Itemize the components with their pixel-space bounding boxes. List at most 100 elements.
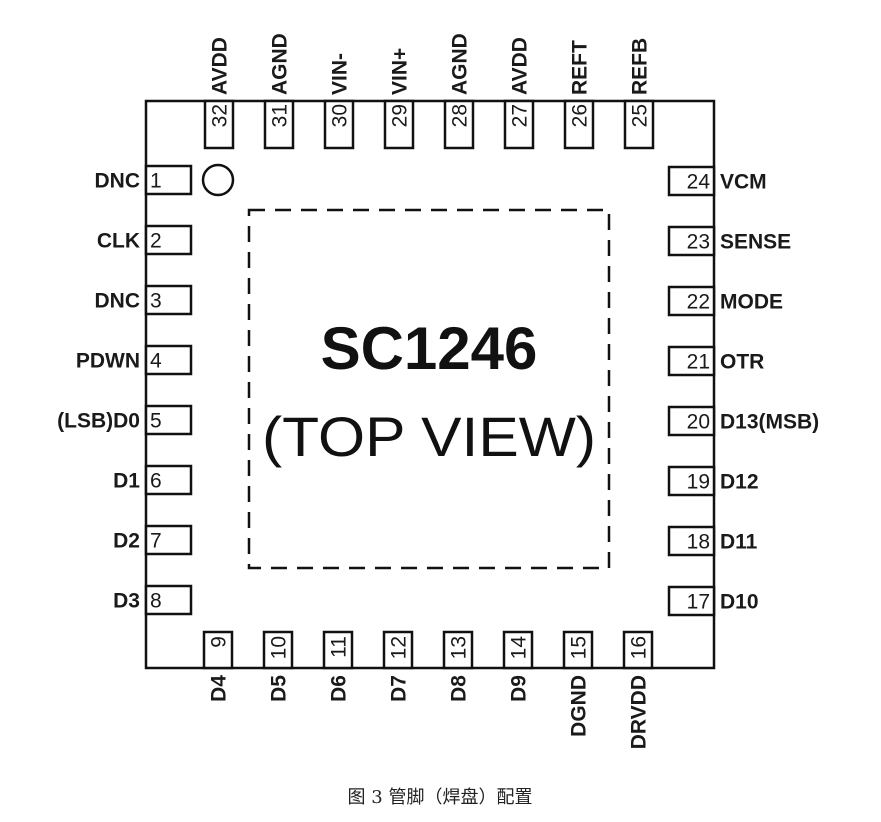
pin-pad-7 <box>144 524 193 556</box>
pin-number-28: 28 <box>449 104 472 127</box>
pin-label-6: D1 <box>113 470 140 493</box>
pin-pad-28 <box>443 99 475 150</box>
pin-label-22: MODE <box>720 291 783 314</box>
pin-pad-4 <box>144 344 193 376</box>
pin-label-32: AVDD <box>209 37 232 95</box>
pin-number-4: 4 <box>150 350 162 373</box>
pin-pad-18 <box>667 525 716 557</box>
pin-number-27: 27 <box>509 104 532 127</box>
exposed-pad-outline <box>247 208 611 570</box>
pin-pad-25 <box>623 99 655 150</box>
pin-pad-13 <box>442 630 474 670</box>
pin-label-7: D2 <box>113 530 140 553</box>
pin-label-21: OTR <box>720 351 764 374</box>
pin-label-1: DNC <box>95 170 141 193</box>
pin-number-14: 14 <box>508 636 531 660</box>
pin-pad-22 <box>667 285 716 317</box>
pin-label-23: SENSE <box>720 231 791 254</box>
pin-pad-23 <box>667 225 716 257</box>
pin-label-17: D10 <box>720 591 759 614</box>
pin-pad-12 <box>382 630 414 670</box>
pin-label-28: AGND <box>449 33 472 95</box>
pin-label-2: CLK <box>97 230 140 253</box>
pin-number-23: 23 <box>687 231 710 254</box>
pin-label-19: D12 <box>720 471 759 494</box>
pin-number-15: 15 <box>568 636 591 659</box>
package-outline <box>144 99 716 670</box>
pin-number-26: 26 <box>569 104 592 127</box>
pin-pad-5 <box>144 404 193 436</box>
pin-pad-15 <box>562 630 594 670</box>
chip-name: SC1246 <box>321 315 538 382</box>
pin-number-9: 9 <box>208 636 231 648</box>
pin-number-1: 1 <box>150 170 162 193</box>
pin1-indicator <box>201 163 235 197</box>
pin-pad-9 <box>202 630 234 670</box>
pin-number-19: 19 <box>687 471 710 494</box>
pin-pad-1 <box>144 164 193 196</box>
pin-pad-27 <box>503 99 535 150</box>
pin-label-24: VCM <box>720 171 767 194</box>
pin-pad-17 <box>667 585 716 617</box>
pin-pad-11 <box>322 630 354 670</box>
pin-number-22: 22 <box>687 291 710 314</box>
pin-number-21: 21 <box>687 351 710 374</box>
pin-pad-3 <box>144 284 193 316</box>
pin-label-27: AVDD <box>509 37 532 95</box>
pin-pad-20 <box>667 405 716 437</box>
pin-number-31: 31 <box>269 104 292 127</box>
figure-caption: 图 3 管脚（焊盘）配置 <box>348 787 533 808</box>
pin-pad-24 <box>667 165 716 197</box>
pin-label-8: D3 <box>113 590 140 613</box>
pin-number-2: 2 <box>150 230 162 253</box>
pin-pad-10 <box>262 630 294 670</box>
pin-label-4: PDWN <box>76 350 140 373</box>
pin-label-13: D8 <box>448 675 471 702</box>
pin-number-11: 11 <box>328 636 351 658</box>
pin-number-32: 32 <box>209 104 232 127</box>
pin-pad-32 <box>203 99 235 150</box>
pin-number-29: 29 <box>389 104 412 127</box>
pin-pad-6 <box>144 464 193 496</box>
pin-number-17: 17 <box>687 591 710 614</box>
pin-pad-14 <box>502 630 534 670</box>
pin-pad-30 <box>323 99 355 150</box>
pin-label-11: D6 <box>328 675 351 702</box>
pin-label-25: REFB <box>629 38 652 95</box>
pin-number-12: 12 <box>388 636 411 659</box>
pin-number-24: 24 <box>687 171 711 194</box>
pin-label-5: (LSB)D0 <box>57 410 140 433</box>
pin-pad-29 <box>383 99 415 150</box>
pin-label-9: D4 <box>208 675 231 702</box>
pin-number-20: 20 <box>687 411 710 434</box>
pin-label-16: DRVDD <box>628 675 651 749</box>
pin-label-30: VIN- <box>329 53 352 95</box>
chip-view-label: (TOP VIEW) <box>262 405 596 468</box>
pin-label-18: D11 <box>720 531 758 554</box>
pin-pad-16 <box>622 630 654 670</box>
pin-label-12: D7 <box>388 675 411 702</box>
pin-number-7: 7 <box>150 530 162 553</box>
pin-pad-26 <box>563 99 595 150</box>
pin-label-14: D9 <box>508 675 531 702</box>
pin-number-18: 18 <box>687 531 710 554</box>
pin-number-16: 16 <box>628 636 651 659</box>
pin-number-25: 25 <box>629 104 652 127</box>
pin-label-31: AGND <box>269 33 292 95</box>
pin-number-5: 5 <box>150 410 162 433</box>
pin-number-8: 8 <box>150 590 162 613</box>
pin-pad-2 <box>144 224 193 256</box>
pin-pad-31 <box>263 99 295 150</box>
pin-pad-19 <box>667 465 716 497</box>
pin-number-10: 10 <box>268 636 291 659</box>
pin-label-10: D5 <box>268 675 291 702</box>
pin-label-29: VIN+ <box>389 48 412 95</box>
pin-label-20: D13(MSB) <box>720 411 819 434</box>
pin-number-6: 6 <box>150 470 162 493</box>
pin-label-26: REFT <box>569 40 592 95</box>
pin-label-15: DGND <box>568 675 591 737</box>
pin-number-13: 13 <box>448 636 471 659</box>
pin-pad-21 <box>667 345 716 377</box>
